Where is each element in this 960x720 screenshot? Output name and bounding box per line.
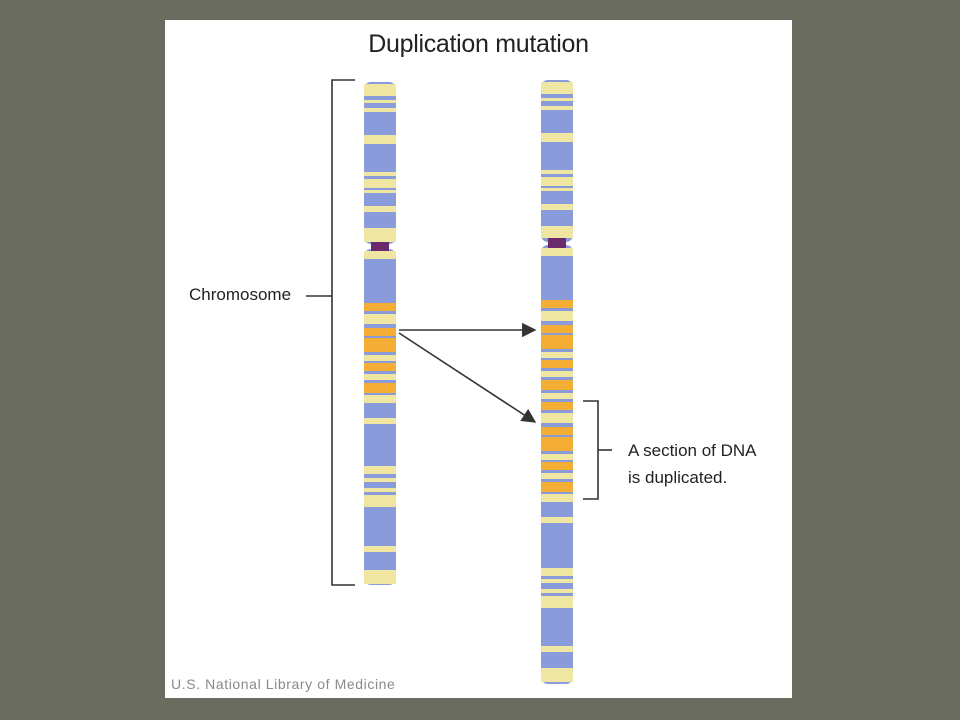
chromosome-band <box>541 300 573 308</box>
chromosome-band <box>364 570 396 584</box>
chromosome-band <box>364 495 396 507</box>
chromosome-band <box>541 454 573 460</box>
diagram-artwork <box>306 79 612 684</box>
chromosome-band <box>364 84 396 96</box>
chromosome-band <box>364 488 396 492</box>
chromosome-band <box>364 190 396 193</box>
chromosome-band <box>541 482 573 492</box>
mutated-chromosome-short-arm <box>541 80 573 242</box>
chromosome-band <box>541 82 573 94</box>
original-chromosome-short-arm <box>364 82 396 244</box>
chromosome-band <box>541 646 573 652</box>
chromosome-band <box>541 325 573 333</box>
chromosome-band <box>364 328 396 336</box>
chromosome-band <box>364 338 396 352</box>
chromosome-band <box>541 596 573 608</box>
chromosome-band <box>364 314 396 324</box>
chromosome-band <box>541 226 573 238</box>
original-centromere <box>371 239 389 253</box>
credit-text: U.S. National Library of Medicine <box>171 676 396 692</box>
chromosome-band <box>541 311 573 321</box>
chromosome-band <box>541 437 573 451</box>
chromosome-band <box>541 106 573 110</box>
chromosome-band <box>541 248 573 256</box>
chromosome-band <box>364 395 396 403</box>
chromosome-band <box>541 188 573 191</box>
chromosome-band <box>364 100 396 103</box>
chromosome-band <box>541 589 573 593</box>
chromosome-band <box>541 402 573 410</box>
chromosome-band <box>541 371 573 377</box>
chromosome-band <box>364 374 396 380</box>
chromosome-band <box>364 383 396 393</box>
chromosome-band <box>541 668 573 682</box>
chromosome-band <box>364 228 396 242</box>
chromosome-band <box>541 427 573 435</box>
chromosome-band <box>364 206 396 212</box>
chromosome-band <box>541 393 573 399</box>
chromosome-band <box>541 579 573 583</box>
chromosome-bracket <box>331 79 355 586</box>
chromosome-label: Chromosome <box>189 285 292 304</box>
chromosome-band <box>541 380 573 390</box>
chromosome-band <box>541 360 573 368</box>
diagram-title: Duplication mutation <box>368 30 589 58</box>
chromosome-band <box>364 303 396 311</box>
duplication-label-line2: is duplicated. <box>628 468 728 487</box>
chromosome-band <box>541 204 573 210</box>
chromosome-band <box>364 478 396 482</box>
chromosome-band <box>364 546 396 552</box>
chromosome-band <box>364 418 396 424</box>
chromosome-band <box>364 135 396 144</box>
chromosome-band <box>541 335 573 349</box>
chromosome-band <box>364 466 396 474</box>
chromosome-band <box>541 98 573 101</box>
chromosome-band <box>541 462 573 470</box>
chromosome-band <box>364 172 396 176</box>
chromosome-band <box>541 473 573 479</box>
duplication-bracket <box>583 400 599 500</box>
chromosome-band <box>541 170 573 174</box>
chromosome-band <box>541 177 573 186</box>
chromosome-band <box>541 568 573 576</box>
original-chromosome-long-arm <box>364 249 396 585</box>
chromosome-band <box>541 352 573 358</box>
mutated-chromosome-bands <box>541 82 573 682</box>
chromosome-band <box>541 494 573 502</box>
chromosome-band <box>541 413 573 423</box>
arrow-to-duplicated-section <box>398 332 537 423</box>
diagram-panel: Duplication mutation <box>165 20 792 698</box>
chromosome-band <box>364 251 396 259</box>
mutated-chromosome <box>541 80 573 684</box>
chromosome-band <box>364 108 396 112</box>
chromosome-band <box>541 133 573 142</box>
duplication-label-line1: A section of DNA <box>628 441 757 460</box>
chromosome-band <box>364 363 396 371</box>
chromosome-band <box>364 179 396 188</box>
original-chromosome-bands <box>364 84 396 584</box>
original-chromosome <box>364 82 396 585</box>
chromosome-band <box>541 517 573 523</box>
mutated-centromere <box>548 236 566 250</box>
chromosome-band <box>364 355 396 361</box>
